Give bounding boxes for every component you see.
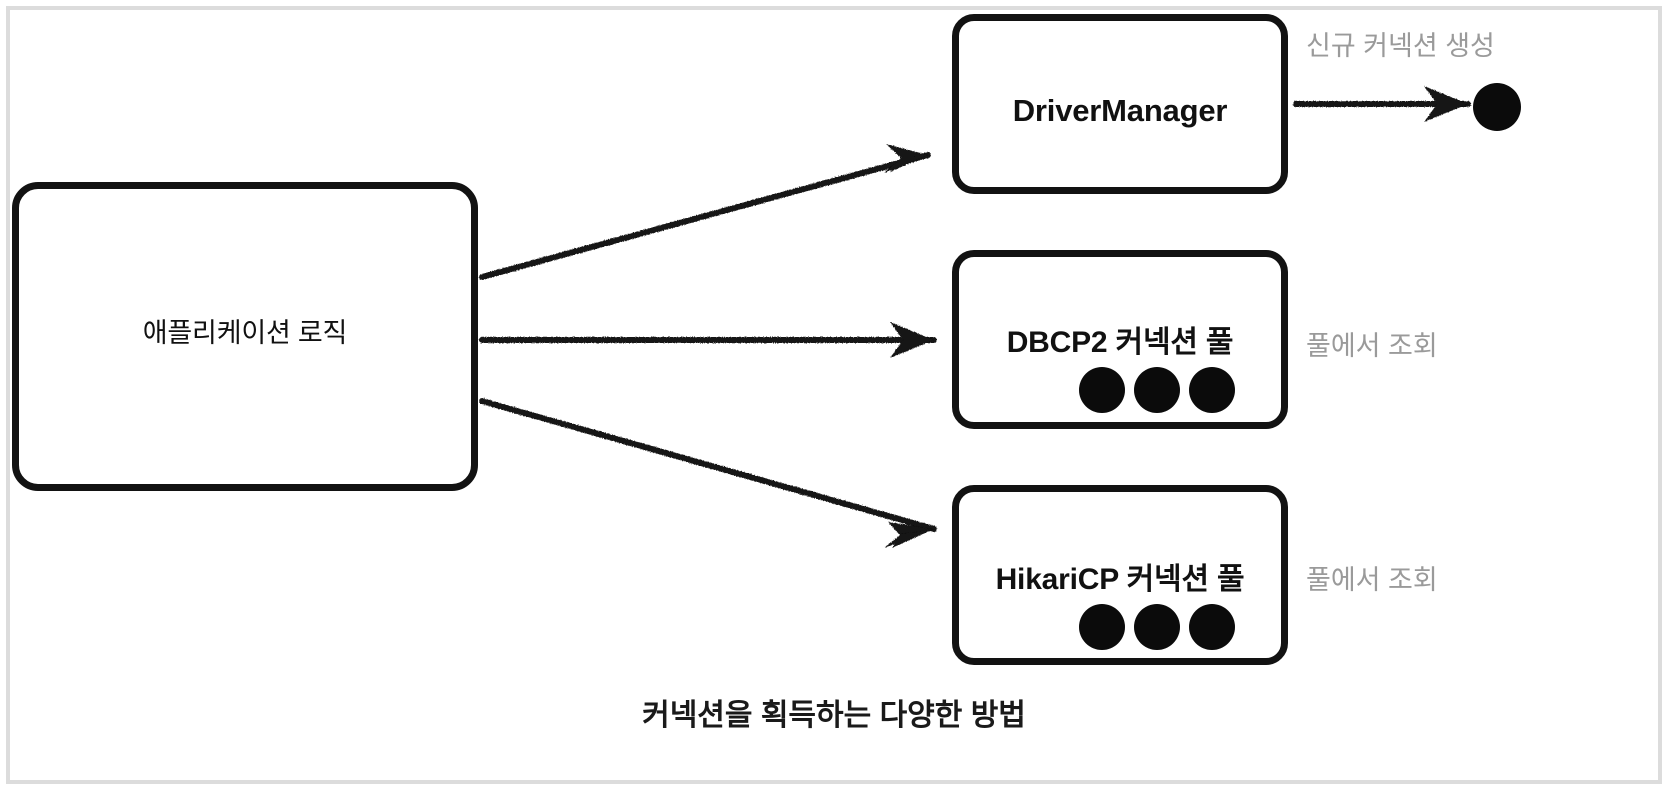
dbcp2-pool-node[interactable]: DBCP2 커넥션 풀 [952, 250, 1288, 429]
dbcp2-pool-connection-dots [1079, 367, 1235, 413]
annotation-dbcp2-pool-lookup: 풀에서 조회 [1306, 331, 1438, 361]
driver-manager-label: DriverManager [1012, 93, 1228, 128]
annotation-hikaricp-pool-lookup: 풀에서 조회 [1306, 565, 1438, 595]
connection-dot-icon [1189, 367, 1235, 413]
hikaricp-pool-label: HikariCP 커넥션 풀 [995, 563, 1245, 596]
dbcp2-pool-label: DBCP2 커넥션 풀 [1006, 326, 1234, 359]
hikaricp-pool-connection-dots [1079, 604, 1235, 650]
arrow-app-to-hikaricp [479, 398, 937, 548]
connection-dot-icon [1134, 604, 1180, 650]
arrow-driver-manager-to-new-connection [1293, 86, 1471, 122]
connection-dot-icon [1079, 367, 1125, 413]
annotation-new-connection: 신규 커넥션 생성 [1306, 31, 1495, 61]
application-logic-node[interactable]: 애플리케이션 로직 [12, 182, 478, 491]
application-logic-label: 애플리케이션 로직 [142, 318, 348, 348]
connection-dot-icon [1079, 604, 1125, 650]
driver-manager-node[interactable]: DriverManager [952, 14, 1288, 194]
new-connection-dot-icon [1473, 83, 1521, 131]
arrow-app-to-dbcp2 [479, 322, 937, 358]
hikaricp-pool-node[interactable]: HikariCP 커넥션 풀 [952, 485, 1288, 665]
connection-dot-icon [1134, 367, 1180, 413]
connection-dot-icon [1189, 604, 1235, 650]
arrow-app-to-driver-manager [479, 144, 931, 280]
diagram-caption: 커넥션을 획득하는 다양한 방법 [642, 699, 1026, 732]
